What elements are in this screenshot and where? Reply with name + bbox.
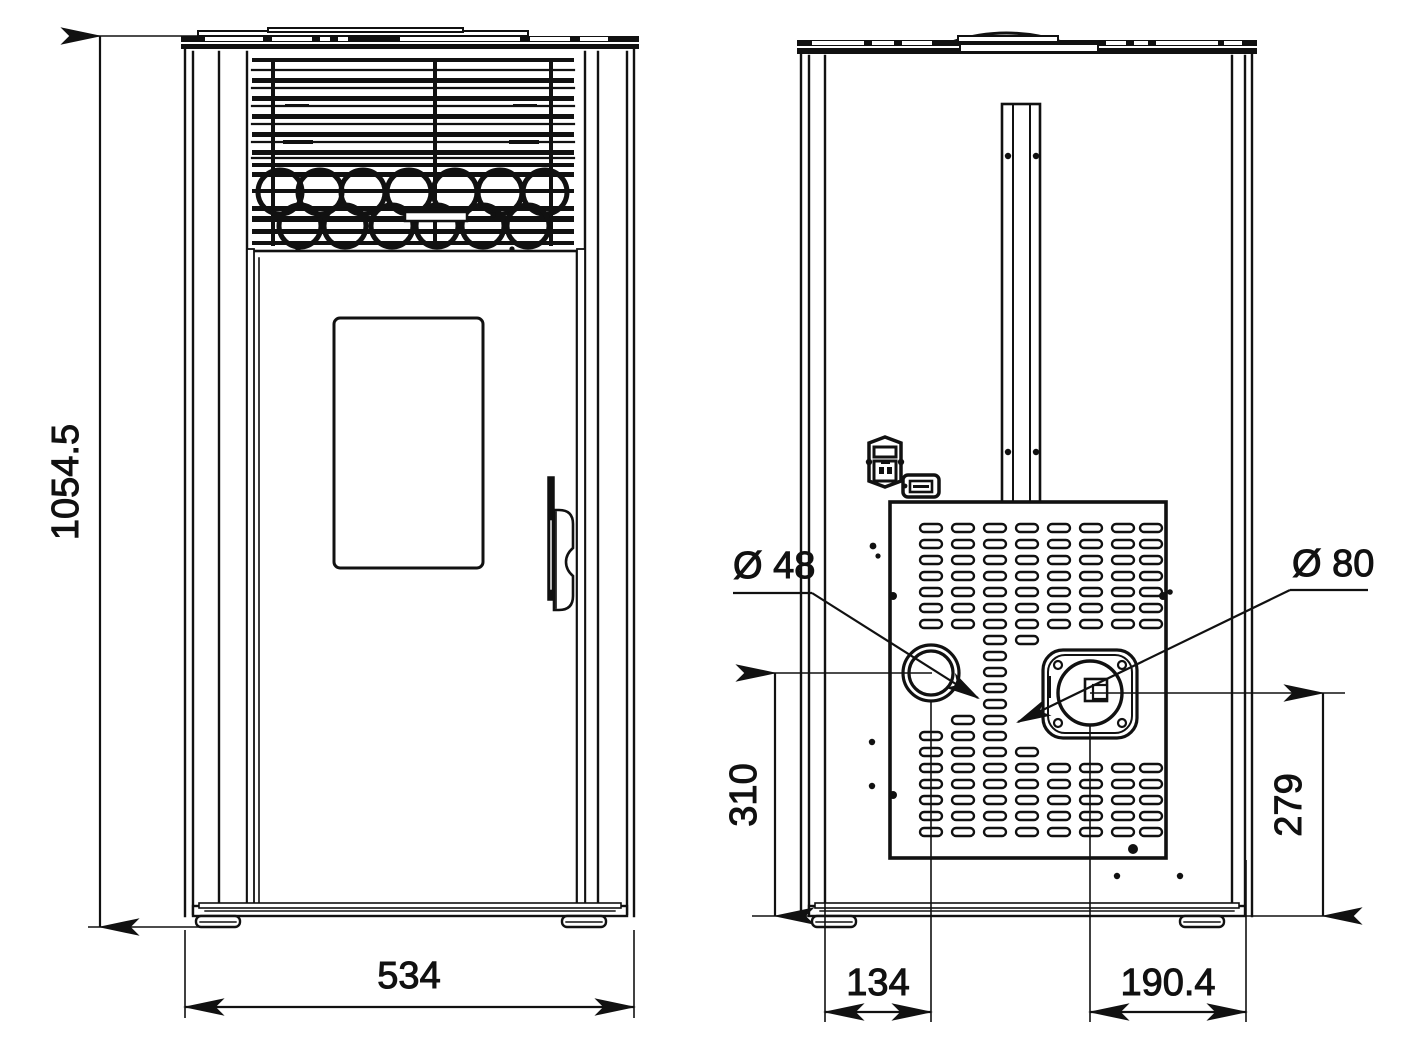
exhaust-flange <box>1041 648 1139 740</box>
rear-top-plate <box>797 31 1257 54</box>
rear-foot-right <box>1178 914 1226 929</box>
callout-air-inlet: Ø 48 <box>733 545 980 700</box>
front-control-strip <box>315 210 496 223</box>
front-grille-bars-low <box>252 229 574 245</box>
dim-label-134: 134 <box>846 962 909 1004</box>
rear-view <box>797 31 1257 929</box>
rear-base <box>807 902 1247 918</box>
rear-foot-left <box>810 914 858 929</box>
front-foot-left <box>194 914 242 929</box>
front-top-plate <box>181 27 639 49</box>
hopper-lid <box>959 43 1099 53</box>
front-base <box>191 902 629 918</box>
panel-perforations <box>918 522 1164 838</box>
callout-exhaust: Ø 80 <box>1016 543 1375 723</box>
callout-label-air-inlet: Ø 48 <box>733 545 815 587</box>
dim-label-width: 534 <box>377 955 440 997</box>
dim-label-310: 310 <box>723 763 765 826</box>
rocker-switch[interactable] <box>901 473 941 499</box>
dim-label-height: 1054.5 <box>45 424 87 540</box>
front-view-dimensions: 1054.5 534 <box>45 27 637 1018</box>
rear-cable-channel <box>1000 102 1042 505</box>
door-handle[interactable] <box>547 476 575 612</box>
front-foot-right <box>560 914 608 929</box>
dim-label-279: 279 <box>1268 773 1310 836</box>
iec-power-socket[interactable] <box>865 435 905 489</box>
front-louver-grille <box>250 58 576 246</box>
front-burner-ring-row-lower <box>276 202 552 250</box>
front-view <box>181 27 639 929</box>
panel-fasteners <box>868 542 1184 880</box>
door-glass-window <box>332 316 485 570</box>
callout-label-exhaust: Ø 80 <box>1292 543 1374 585</box>
rear-view-dimensions: 310 279 134 190.4 <box>723 664 1363 1022</box>
dim-label-190: 190.4 <box>1120 962 1215 1004</box>
